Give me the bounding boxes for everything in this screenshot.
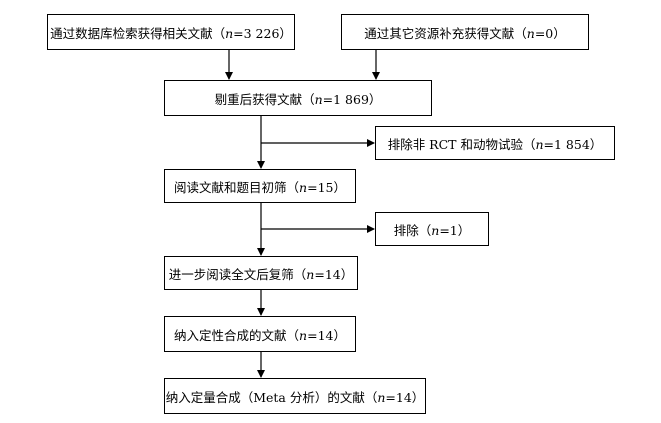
box-qualitative-synthesis: 纳入定性合成的文献（n=14） [164,316,356,352]
box-fulltext-screening: 进一步阅读全文后复筛（n=14） [164,256,358,290]
box-quantitative-synthesis: 纳入定量合成（Meta 分析）的文献（n=14） [164,378,426,414]
box-database-search: 通过数据库检索获得相关文献（n=3 226） [47,14,295,50]
box-other-sources: 通过其它资源补充获得文献（n=0） [341,14,589,50]
box-deduplicated: 剔重后获得文献（n=1 869） [164,80,432,116]
box-exclude-non-rct: 排除非 RCT 和动物试验（n=1 854） [375,126,615,160]
box-title-screening: 阅读文献和题目初筛（n=15） [164,169,356,203]
box-exclude-one: 排除（n=1） [375,212,489,246]
